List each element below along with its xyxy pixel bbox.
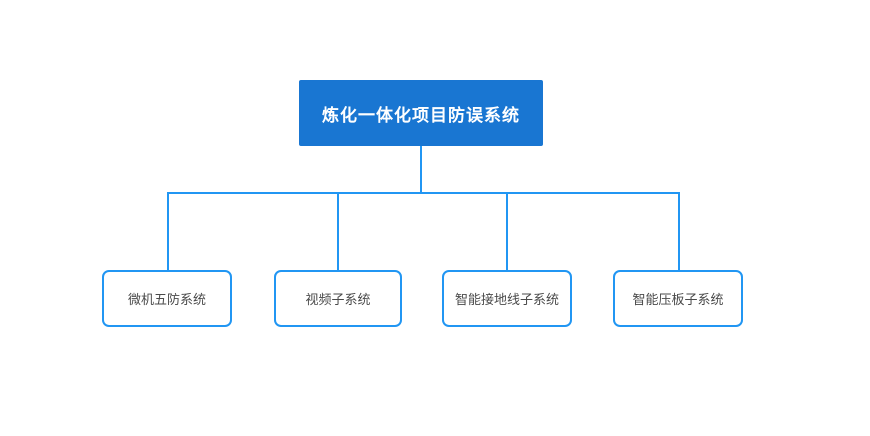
root-node[interactable]: 炼化一体化项目防误系统	[299, 80, 543, 146]
child-node-label: 微机五防系统	[127, 292, 206, 307]
child-node-label: 视频子系统	[305, 292, 371, 307]
child-node-label: 智能接地线子系统	[454, 292, 559, 307]
connector-root-stem	[420, 146, 422, 193]
child-node-label: 智能压板子系统	[632, 292, 724, 307]
connector-drop-1	[167, 192, 169, 270]
connector-rail	[167, 192, 680, 194]
child-node-video[interactable]: 视频子系统	[274, 270, 402, 327]
connector-drop-2	[337, 192, 339, 270]
connector-drop-4	[678, 192, 680, 270]
root-node-label: 炼化一体化项目防误系统	[322, 105, 520, 125]
child-node-grounding[interactable]: 智能接地线子系统	[442, 270, 572, 327]
connector-drop-3	[506, 192, 508, 270]
child-node-pressplate[interactable]: 智能压板子系统	[613, 270, 743, 327]
child-node-wjwf[interactable]: 微机五防系统	[102, 270, 232, 327]
